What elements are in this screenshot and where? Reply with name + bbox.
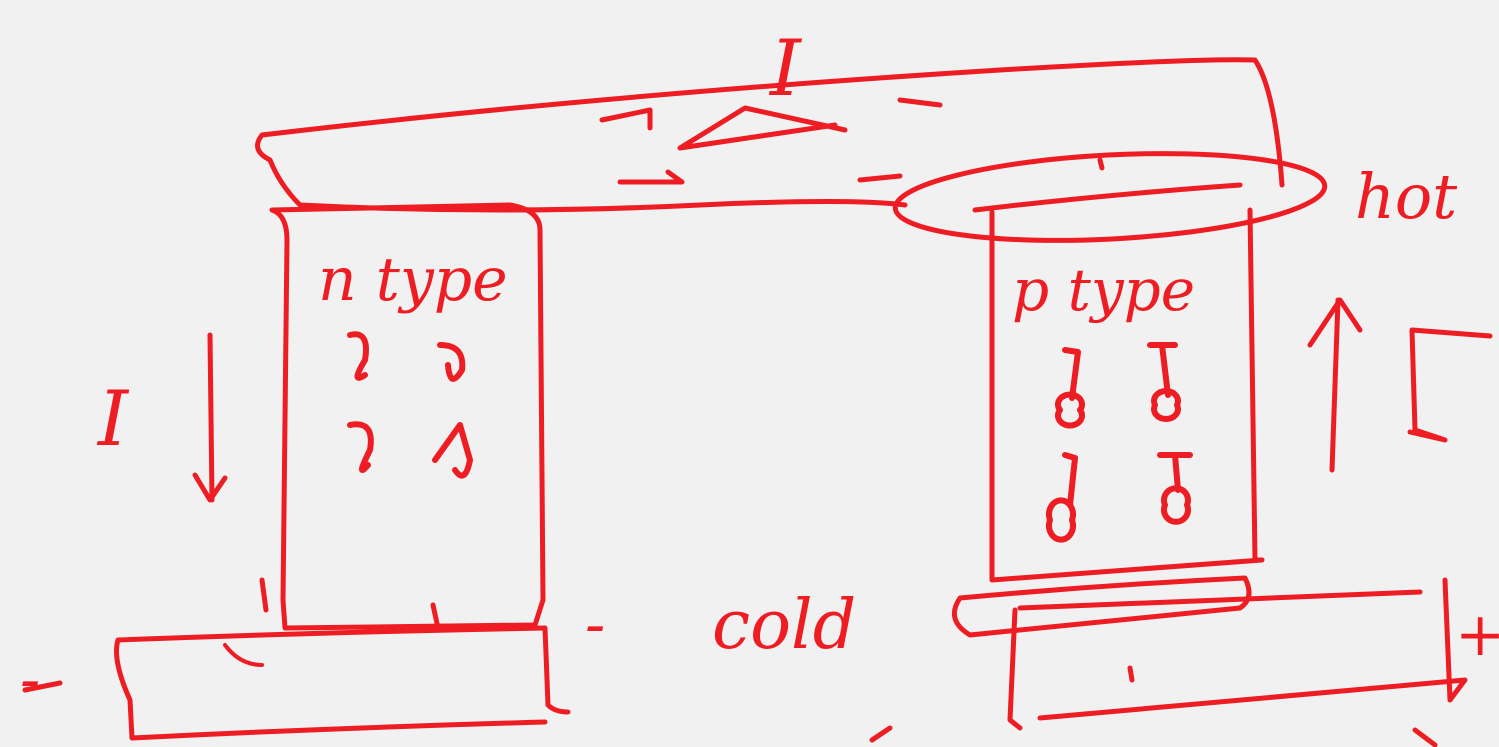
n-carrier-4 — [432, 422, 473, 479]
current-arrow-up — [1307, 297, 1363, 473]
current-symbol-right-shape — [1407, 327, 1493, 443]
tick-marks — [22, 157, 1438, 747]
ink-layer — [22, 57, 1493, 747]
hot-junction-inner-line — [972, 182, 1243, 213]
cold-label: cold — [712, 586, 856, 665]
n-type-label: n type — [318, 245, 508, 315]
p-carrier-1 — [1055, 347, 1085, 429]
minus-sign-left: - — [20, 645, 40, 715]
plus-sign-right: + — [1455, 600, 1499, 670]
current-arrow-down — [192, 332, 228, 503]
n-type-leg — [269, 202, 546, 631]
n-carrier-1 — [347, 331, 369, 381]
minus-sign-mid: - — [585, 590, 605, 660]
flow-arrow-1 — [599, 107, 685, 185]
top-conductor — [255, 57, 1285, 213]
p-type-leg — [989, 207, 1265, 583]
left-bottom-electrode-arc — [223, 643, 264, 667]
p-carrier-3 — [1046, 452, 1078, 543]
hot-label: hot — [1355, 160, 1457, 233]
p-type-label: p type — [1012, 256, 1195, 324]
n-carrier-2 — [437, 342, 466, 382]
current-label-left: I — [96, 374, 130, 463]
flow-arrow-2 — [677, 105, 848, 151]
current-label-top: I — [768, 24, 803, 114]
right-cold-junction-pad — [951, 575, 1252, 638]
n-carrier-3 — [347, 421, 374, 473]
labels-layer: n type p type hot cold I I I - - + — [20, 24, 1499, 715]
left-bottom-electrode — [114, 625, 571, 741]
hot-junction-ellipse — [892, 151, 1328, 243]
p-carrier-4 — [1157, 452, 1193, 525]
right-bottom-electrode — [1007, 577, 1468, 731]
flow-arrow-3 — [857, 97, 943, 183]
p-carrier-2 — [1147, 342, 1181, 422]
